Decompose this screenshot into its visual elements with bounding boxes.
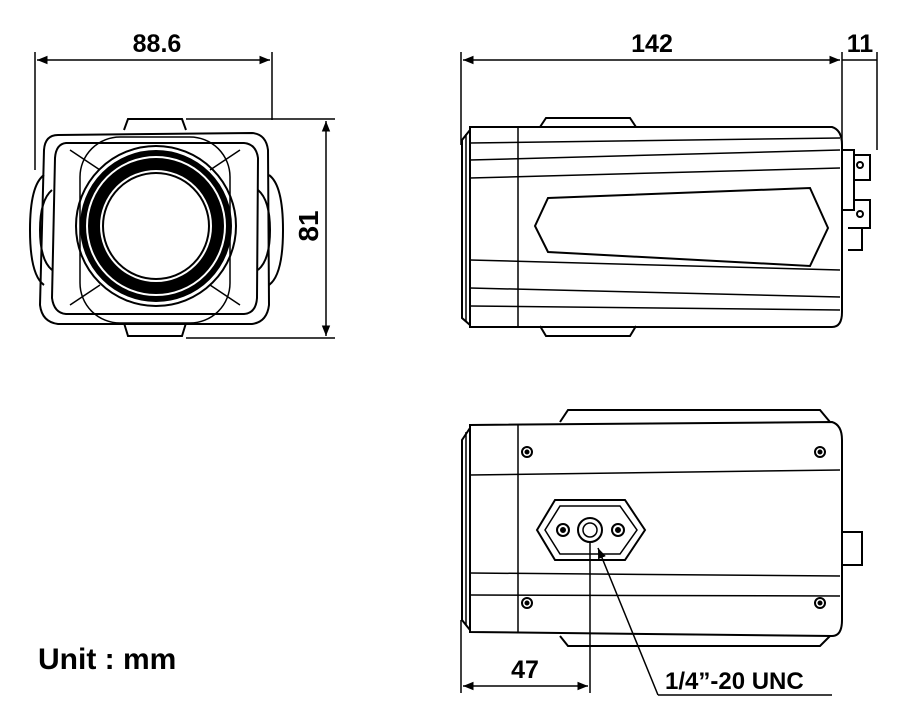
width-label: 88.6 [133,30,182,58]
lens-ring [75,145,237,307]
bottom-view [461,409,863,647]
height-label: 81 [293,210,324,241]
thread-label: 1/4”-20 UNC [665,668,804,695]
connector-label: 11 [847,30,874,58]
height-dimension [186,118,335,339]
unit-label: Unit : mm [38,643,177,676]
length-dimension [460,52,843,150]
side-view [461,117,871,337]
connector-dimension [842,52,878,150]
mount-offset-dimension [460,542,591,693]
length-label: 142 [631,30,673,58]
mount-offset-label: 47 [511,656,539,684]
thread-leader [597,547,832,696]
width-dimension [34,52,273,170]
